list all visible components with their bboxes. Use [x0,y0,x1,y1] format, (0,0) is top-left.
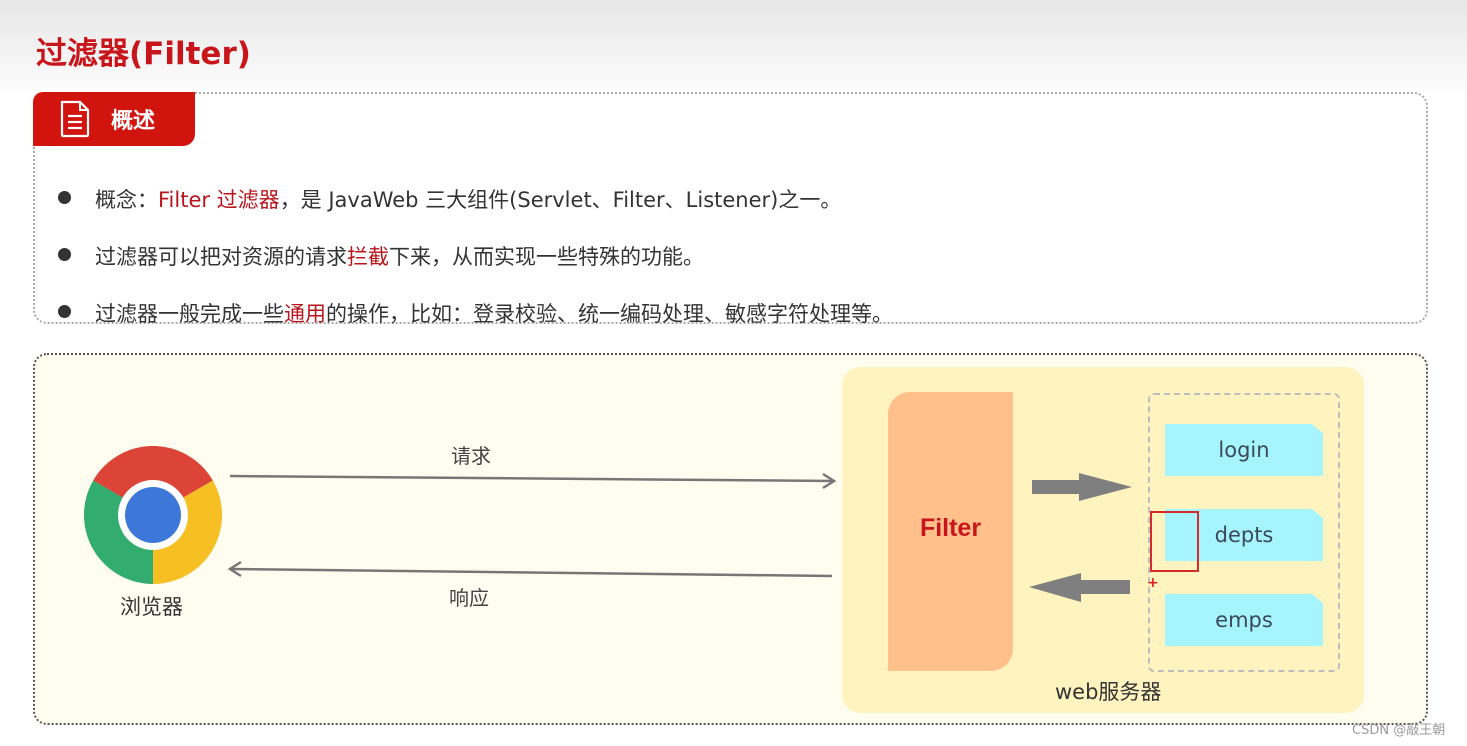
servlet-login: login [1165,424,1323,476]
response-label: 响应 [449,586,489,610]
filter-block: Filter [888,392,1013,671]
response-arrow-icon [227,560,833,578]
bullet-item: 概念：Filter 过滤器，是 JavaWeb 三大组件(Servlet、Fil… [58,170,893,227]
forward-arrow-icon [1032,473,1132,501]
bullet-item: 过滤器可以把对资源的请求拦截下来，从而实现一些特殊的功能。 [58,227,893,284]
overview-tab: 概述 [33,92,195,146]
bullet-dot-icon [58,248,71,261]
bullet-text: ，是 JavaWeb 三大组件(Servlet、Filter、Listener)… [279,187,842,212]
overview-bullet-list: 概念：Filter 过滤器，是 JavaWeb 三大组件(Servlet、Fil… [58,170,893,341]
bullet-text: 过滤器一般完成一些 [95,301,284,326]
bullet-text: 概念： [95,187,158,212]
servlet-depts: depts [1165,509,1323,561]
document-icon [60,100,90,138]
overview-tab-label: 概述 [111,109,156,134]
servlet-group [1148,393,1340,672]
web-server-label: web服务器 [1055,680,1162,704]
servlet-emps: emps [1165,594,1323,646]
overview-box [33,92,1428,324]
chrome-browser-icon [84,446,222,584]
filter-servlet-arrows [1029,473,1132,602]
bullet-highlight: 拦截 [347,244,389,269]
request-arrow-icon [229,472,837,490]
bullet-item: 过滤器一般完成一些通用的操作，比如：登录校验、统一编码处理、敏感字符处理等。 [58,284,893,341]
bullet-text: 过滤器可以把对资源的请求 [95,244,347,269]
bullet-highlight: Filter 过滤器 [158,187,280,212]
bullet-text: 下来，从而实现一些特殊的功能。 [389,244,704,269]
request-label: 请求 [451,444,491,468]
browser-label: 浏览器 [120,595,183,619]
crosshair-cursor-icon: + [1147,575,1159,591]
bullet-dot-icon [58,305,71,318]
bullet-text: 的操作，比如：登录校验、统一编码处理、敏感字符处理等。 [326,301,893,326]
selection-rectangle [1150,511,1199,572]
page-title: 过滤器(Filter) [36,36,251,72]
bullet-highlight: 通用 [284,301,326,326]
bullet-dot-icon [58,191,71,204]
filter-label: Filter [919,514,982,542]
request-response-arrows [227,472,837,578]
backward-arrow-icon [1029,573,1130,602]
watermark: CSDN @敲王朝 [1352,723,1446,738]
